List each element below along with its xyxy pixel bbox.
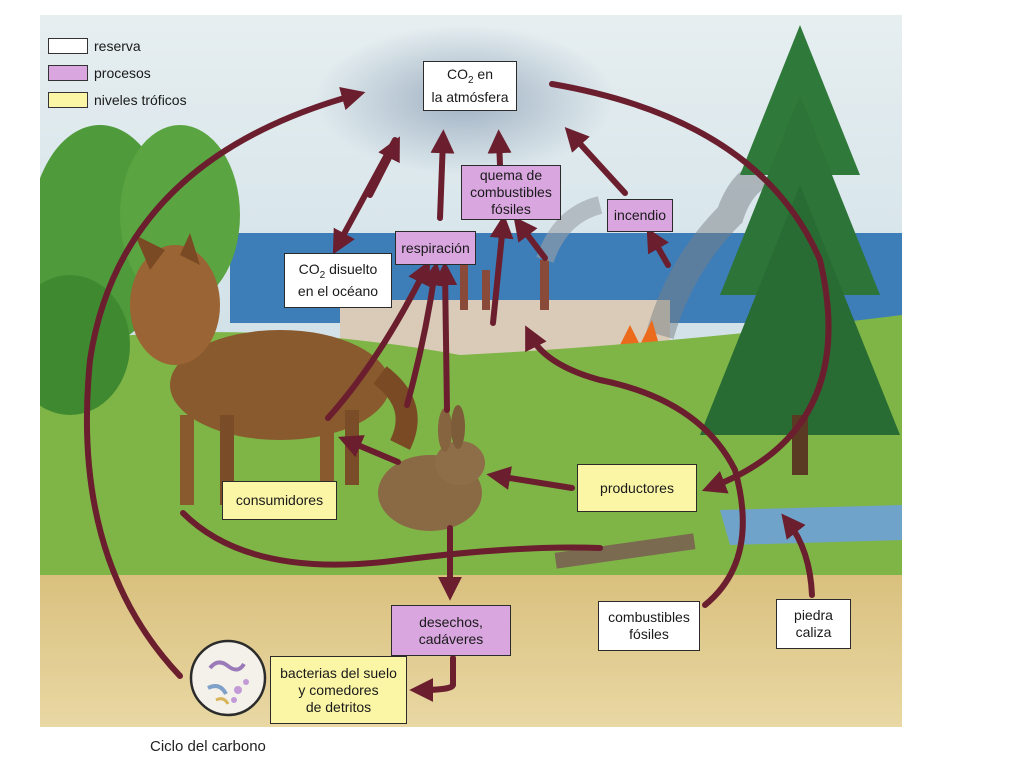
node-consumidores: consumidores (222, 481, 337, 520)
productores-label: productores (600, 479, 674, 496)
arrow-rabbit-respiration-2 (433, 261, 458, 413)
arrow-consumers-to-waste (180, 510, 603, 568)
arrow-respiration-to-atmosphere (430, 129, 455, 221)
arrow-fossil-burning-to-atmosphere (487, 129, 512, 168)
legend-label-reserve: reserva (94, 38, 141, 54)
quema-line3: fósiles (491, 201, 531, 217)
legend-swatch-process (48, 65, 88, 81)
arrow-consumer-respiration (325, 260, 430, 421)
fire-smoke (646, 162, 767, 339)
combustibles-line1: combustibles (608, 609, 690, 625)
co2-atm-sub: 2 (467, 74, 474, 86)
node-desechos: desechos, cadáveres (391, 605, 511, 656)
combustibles-line2: fósiles (629, 626, 669, 642)
node-respiracion: respiración (395, 231, 476, 265)
incendio-label: incendio (613, 207, 667, 223)
desechos-line1: desechos, (419, 613, 483, 630)
node-bacterias: bacterias del suelo y comedores de detri… (270, 656, 407, 724)
co2-ocean-disuelto: disuelto (325, 260, 378, 277)
legend-swatch-trophic (48, 92, 88, 108)
arrow-rabbit-respiration (404, 261, 445, 408)
piedra-line1: piedra (794, 607, 833, 623)
co2-ocean-sub: 2 (319, 269, 326, 281)
consumidores-label: consumidores (235, 492, 324, 508)
arrow-factory-to-quema (513, 216, 548, 261)
legend-label-trophic: niveles tróficos (94, 92, 187, 108)
respiracion-label: respiración (401, 239, 470, 256)
arrow-fossil-fuels-to-factory (525, 325, 746, 608)
piedra-line2: caliza (795, 624, 832, 640)
bacteria-magnifier-icon (189, 639, 267, 717)
arrow-ocean-to-atmosphere (367, 136, 400, 198)
legend-trophic: niveles tróficos (48, 92, 187, 108)
co2-atm-en: en (473, 66, 494, 83)
log (554, 533, 696, 569)
co2-ocean-co: CO (298, 260, 320, 277)
co2-atm-line2: la atmósfera (431, 88, 509, 105)
node-productores: productores (577, 464, 697, 512)
node-combustibles-fosiles: combustibles fósiles (598, 601, 700, 651)
arrow-ocean-atmosphere (332, 137, 398, 255)
co2-ocean-line2: en el océano (297, 283, 379, 300)
node-co2-atmosphere: CO2 en la atmósfera (423, 61, 517, 111)
co2-atm-co: CO (446, 66, 468, 83)
quema-line2: combustibles (470, 184, 552, 200)
legend-process: procesos (48, 65, 151, 81)
arrow-rabbit-to-consumers (338, 435, 401, 465)
arrow-fire-source (646, 227, 671, 268)
arrow-fire-to-atmosphere (564, 127, 628, 196)
deciduous-trees (40, 125, 240, 415)
legend-label-process: procesos (94, 65, 151, 81)
rabbit (378, 405, 485, 531)
bacterias-line2: y comedores (298, 681, 379, 698)
arrow-limestone-to-water (781, 513, 815, 598)
node-piedra-caliza: piedra caliza (776, 599, 851, 649)
node-incendio: incendio (607, 199, 673, 232)
arrow-waste-to-bacteria (409, 655, 456, 702)
arrow-producers-to-rabbit (486, 466, 575, 491)
figure-caption: Ciclo del carbono (150, 738, 266, 755)
desechos-line2: cadáveres (418, 630, 484, 647)
node-co2-ocean: CO2 disuelto en el océano (284, 253, 392, 308)
bacterias-line1: bacterias del suelo (280, 664, 397, 681)
legend-swatch-reserve (48, 38, 88, 54)
bacterias-line3: de detritos (305, 698, 372, 715)
pond (720, 505, 902, 545)
pine-tree (700, 25, 900, 475)
legend-reserve: reserva (48, 38, 141, 54)
node-quema-combustibles: quema de combustibles fósiles (461, 165, 561, 220)
arrow-atmosphere-to-producers (549, 81, 832, 494)
quema-line1: quema de (479, 167, 543, 183)
arrow-factory-to-quema-2 (489, 214, 514, 326)
arrow-bacteria-to-atmosphere (83, 86, 366, 679)
